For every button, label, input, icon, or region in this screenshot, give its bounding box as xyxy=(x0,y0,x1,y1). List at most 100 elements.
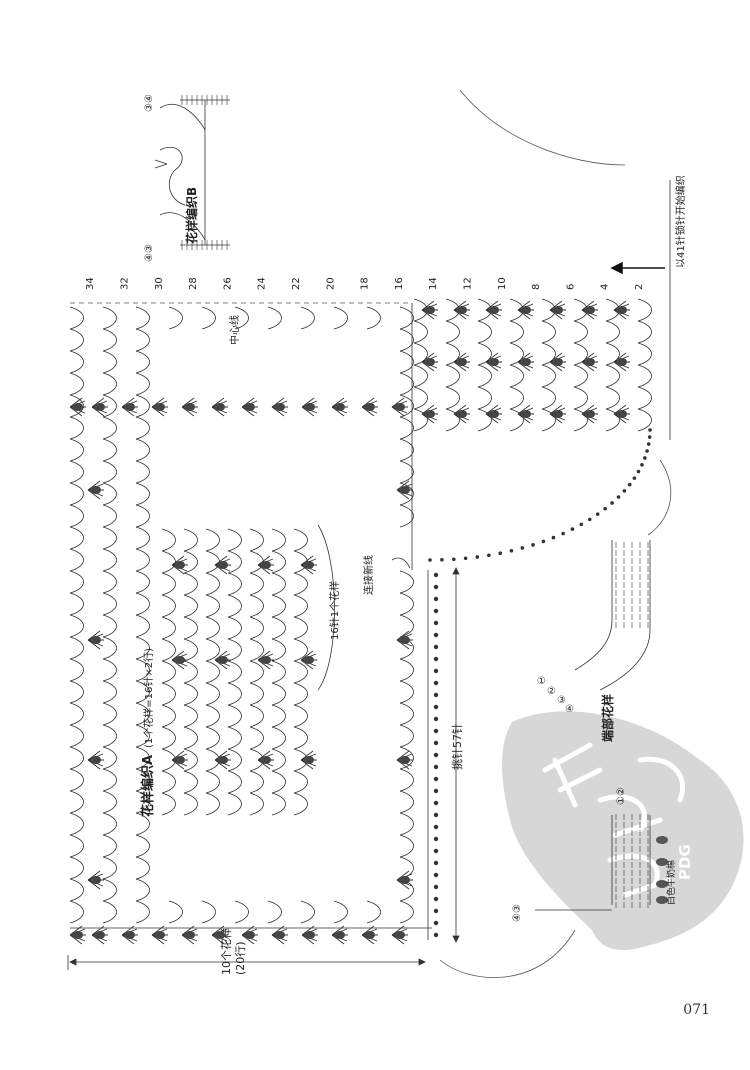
edge-title: 端部花样 xyxy=(600,694,615,742)
chain-arc xyxy=(183,594,198,618)
chain-arc xyxy=(205,660,220,684)
chain-arc xyxy=(249,572,264,596)
chain-arc xyxy=(102,702,117,726)
bobble xyxy=(553,410,563,418)
pickup-stitch xyxy=(433,632,439,638)
chain-arc xyxy=(135,812,150,836)
chain-arc xyxy=(102,680,117,704)
edge-stitch xyxy=(610,501,614,505)
chain-arc xyxy=(399,790,414,814)
chain-arc xyxy=(135,900,150,924)
chain-arc xyxy=(271,682,286,706)
bobble xyxy=(73,403,83,411)
chain-arc xyxy=(69,614,84,638)
chain-arc xyxy=(227,550,242,574)
chain-arc xyxy=(399,680,414,704)
chain-arc xyxy=(541,320,556,344)
chain-arc xyxy=(413,342,428,366)
chain-arc xyxy=(445,408,460,432)
chain-arc xyxy=(399,900,414,924)
pickup-stitch xyxy=(433,620,439,626)
bobble xyxy=(125,403,135,411)
chain-arc xyxy=(183,748,198,772)
bobble xyxy=(245,403,255,411)
bobble xyxy=(585,306,595,314)
bobble xyxy=(489,410,499,418)
pickup-stitch xyxy=(433,716,439,722)
edge-rows xyxy=(70,180,671,940)
bobble xyxy=(521,358,531,366)
chain-arc xyxy=(293,638,308,662)
chain-arc xyxy=(573,386,588,410)
chain-arc xyxy=(102,592,117,616)
chain-arc xyxy=(300,306,315,330)
chain-arc xyxy=(69,724,84,748)
chain-arc xyxy=(477,320,492,344)
bobble xyxy=(218,561,228,569)
chain-arc xyxy=(102,350,117,374)
chain-arc xyxy=(102,328,117,352)
chain-arc xyxy=(69,856,84,880)
bobble xyxy=(395,403,405,411)
bobble xyxy=(425,358,435,366)
chain-arc xyxy=(293,528,308,552)
bobble xyxy=(400,636,410,644)
chain-arc xyxy=(271,528,286,552)
chain-arc xyxy=(413,364,428,388)
chain-arc xyxy=(271,748,286,772)
chain-arc xyxy=(205,792,220,816)
chain-arc xyxy=(161,528,176,552)
chain-arc xyxy=(102,394,117,418)
chain-arc xyxy=(637,386,652,410)
chain-arc xyxy=(201,900,216,924)
pickup-label: 挑针57针 xyxy=(450,723,464,770)
edge-left-marker: ④③ xyxy=(512,904,523,922)
chain-arc xyxy=(227,726,242,750)
bobble xyxy=(457,306,467,314)
pickup-stitch xyxy=(433,896,439,902)
edge-stitch xyxy=(487,553,491,558)
edge-ticks xyxy=(615,542,668,908)
bobble xyxy=(91,756,101,764)
chain-arc xyxy=(69,790,84,814)
chain-arc xyxy=(201,306,216,330)
chain-arc xyxy=(205,550,220,574)
chain-arc xyxy=(161,572,176,596)
chain-arc xyxy=(271,638,286,662)
bobble xyxy=(489,358,499,366)
chain-arc xyxy=(69,658,84,682)
chain-arc xyxy=(102,504,117,528)
pickup-stitch xyxy=(433,860,439,866)
bobble xyxy=(521,410,531,418)
chain-arc xyxy=(135,482,150,506)
chain-arc xyxy=(135,746,150,770)
chain-arc xyxy=(234,306,249,330)
edge-marker-2: ② xyxy=(547,686,556,697)
bobble xyxy=(400,486,410,494)
bobble xyxy=(304,756,314,764)
chain-arc xyxy=(69,592,84,616)
chain-arc xyxy=(227,594,242,618)
bobble xyxy=(218,656,228,664)
pickup-stitch xyxy=(433,608,439,614)
repeat-label: 16针1个花样 xyxy=(328,581,341,640)
chain-arc xyxy=(637,364,652,388)
join-line-label: 连接新线 xyxy=(362,555,375,595)
chain-arc xyxy=(399,614,414,638)
edge-stitch xyxy=(561,531,565,536)
bobble xyxy=(400,876,410,884)
chain-arc xyxy=(69,746,84,770)
chain-arc xyxy=(102,526,117,550)
edge-stitch xyxy=(643,456,647,460)
pattern-count-label: 10个花样 xyxy=(219,928,233,975)
chain-arc xyxy=(102,306,117,330)
pickup-stitch xyxy=(433,812,439,818)
chain-arc xyxy=(183,660,198,684)
bobble xyxy=(245,931,255,939)
chain-arc xyxy=(227,528,242,552)
chain-arc xyxy=(333,306,348,330)
chain-arc xyxy=(227,770,242,794)
bobble xyxy=(335,403,345,411)
chain-arc xyxy=(135,724,150,748)
chain-arc xyxy=(102,724,117,748)
